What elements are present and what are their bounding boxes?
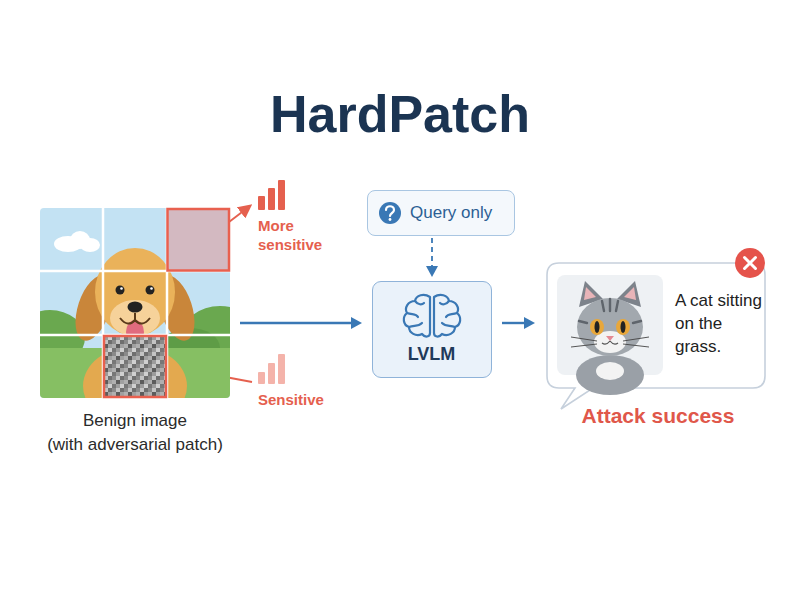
cat-image bbox=[557, 275, 663, 375]
response-text: A cat sitting on the grass. bbox=[675, 289, 763, 358]
sensitivity-label: More sensitive bbox=[258, 216, 338, 254]
box-label: Query only bbox=[410, 191, 514, 234]
arrow-line bbox=[240, 322, 351, 324]
box-label: LVLM bbox=[373, 342, 490, 366]
image-panel: Benign image(with adversarial patch) bbox=[40, 208, 230, 398]
diagram-title: HardPatch bbox=[0, 84, 800, 144]
flow-arrow bbox=[240, 317, 362, 329]
query-box: Query only bbox=[367, 190, 515, 236]
image-caption: (with adversarial patch) bbox=[15, 434, 255, 456]
arrow-head bbox=[524, 317, 535, 329]
arrow-line bbox=[431, 238, 433, 266]
sensitivity-label: Sensitive bbox=[258, 390, 348, 409]
image-caption: Benign image bbox=[15, 410, 255, 432]
failure-mark bbox=[735, 248, 765, 278]
sensitivity-bars-weak bbox=[258, 354, 285, 384]
question-icon bbox=[379, 202, 401, 224]
arrow-head bbox=[426, 266, 438, 277]
flow-arrow bbox=[502, 317, 535, 329]
flow-arrow bbox=[426, 238, 438, 277]
arrow-line bbox=[502, 322, 524, 324]
sensitivity-bars-strong bbox=[258, 180, 285, 210]
response-bubble: A cat sitting on the grass. bbox=[547, 263, 765, 388]
result-label: Attack success bbox=[548, 403, 768, 429]
dog-image bbox=[40, 208, 230, 398]
arrow-head bbox=[351, 317, 362, 329]
brain-icon bbox=[372, 281, 492, 351]
model-box: LVLM bbox=[372, 281, 492, 378]
